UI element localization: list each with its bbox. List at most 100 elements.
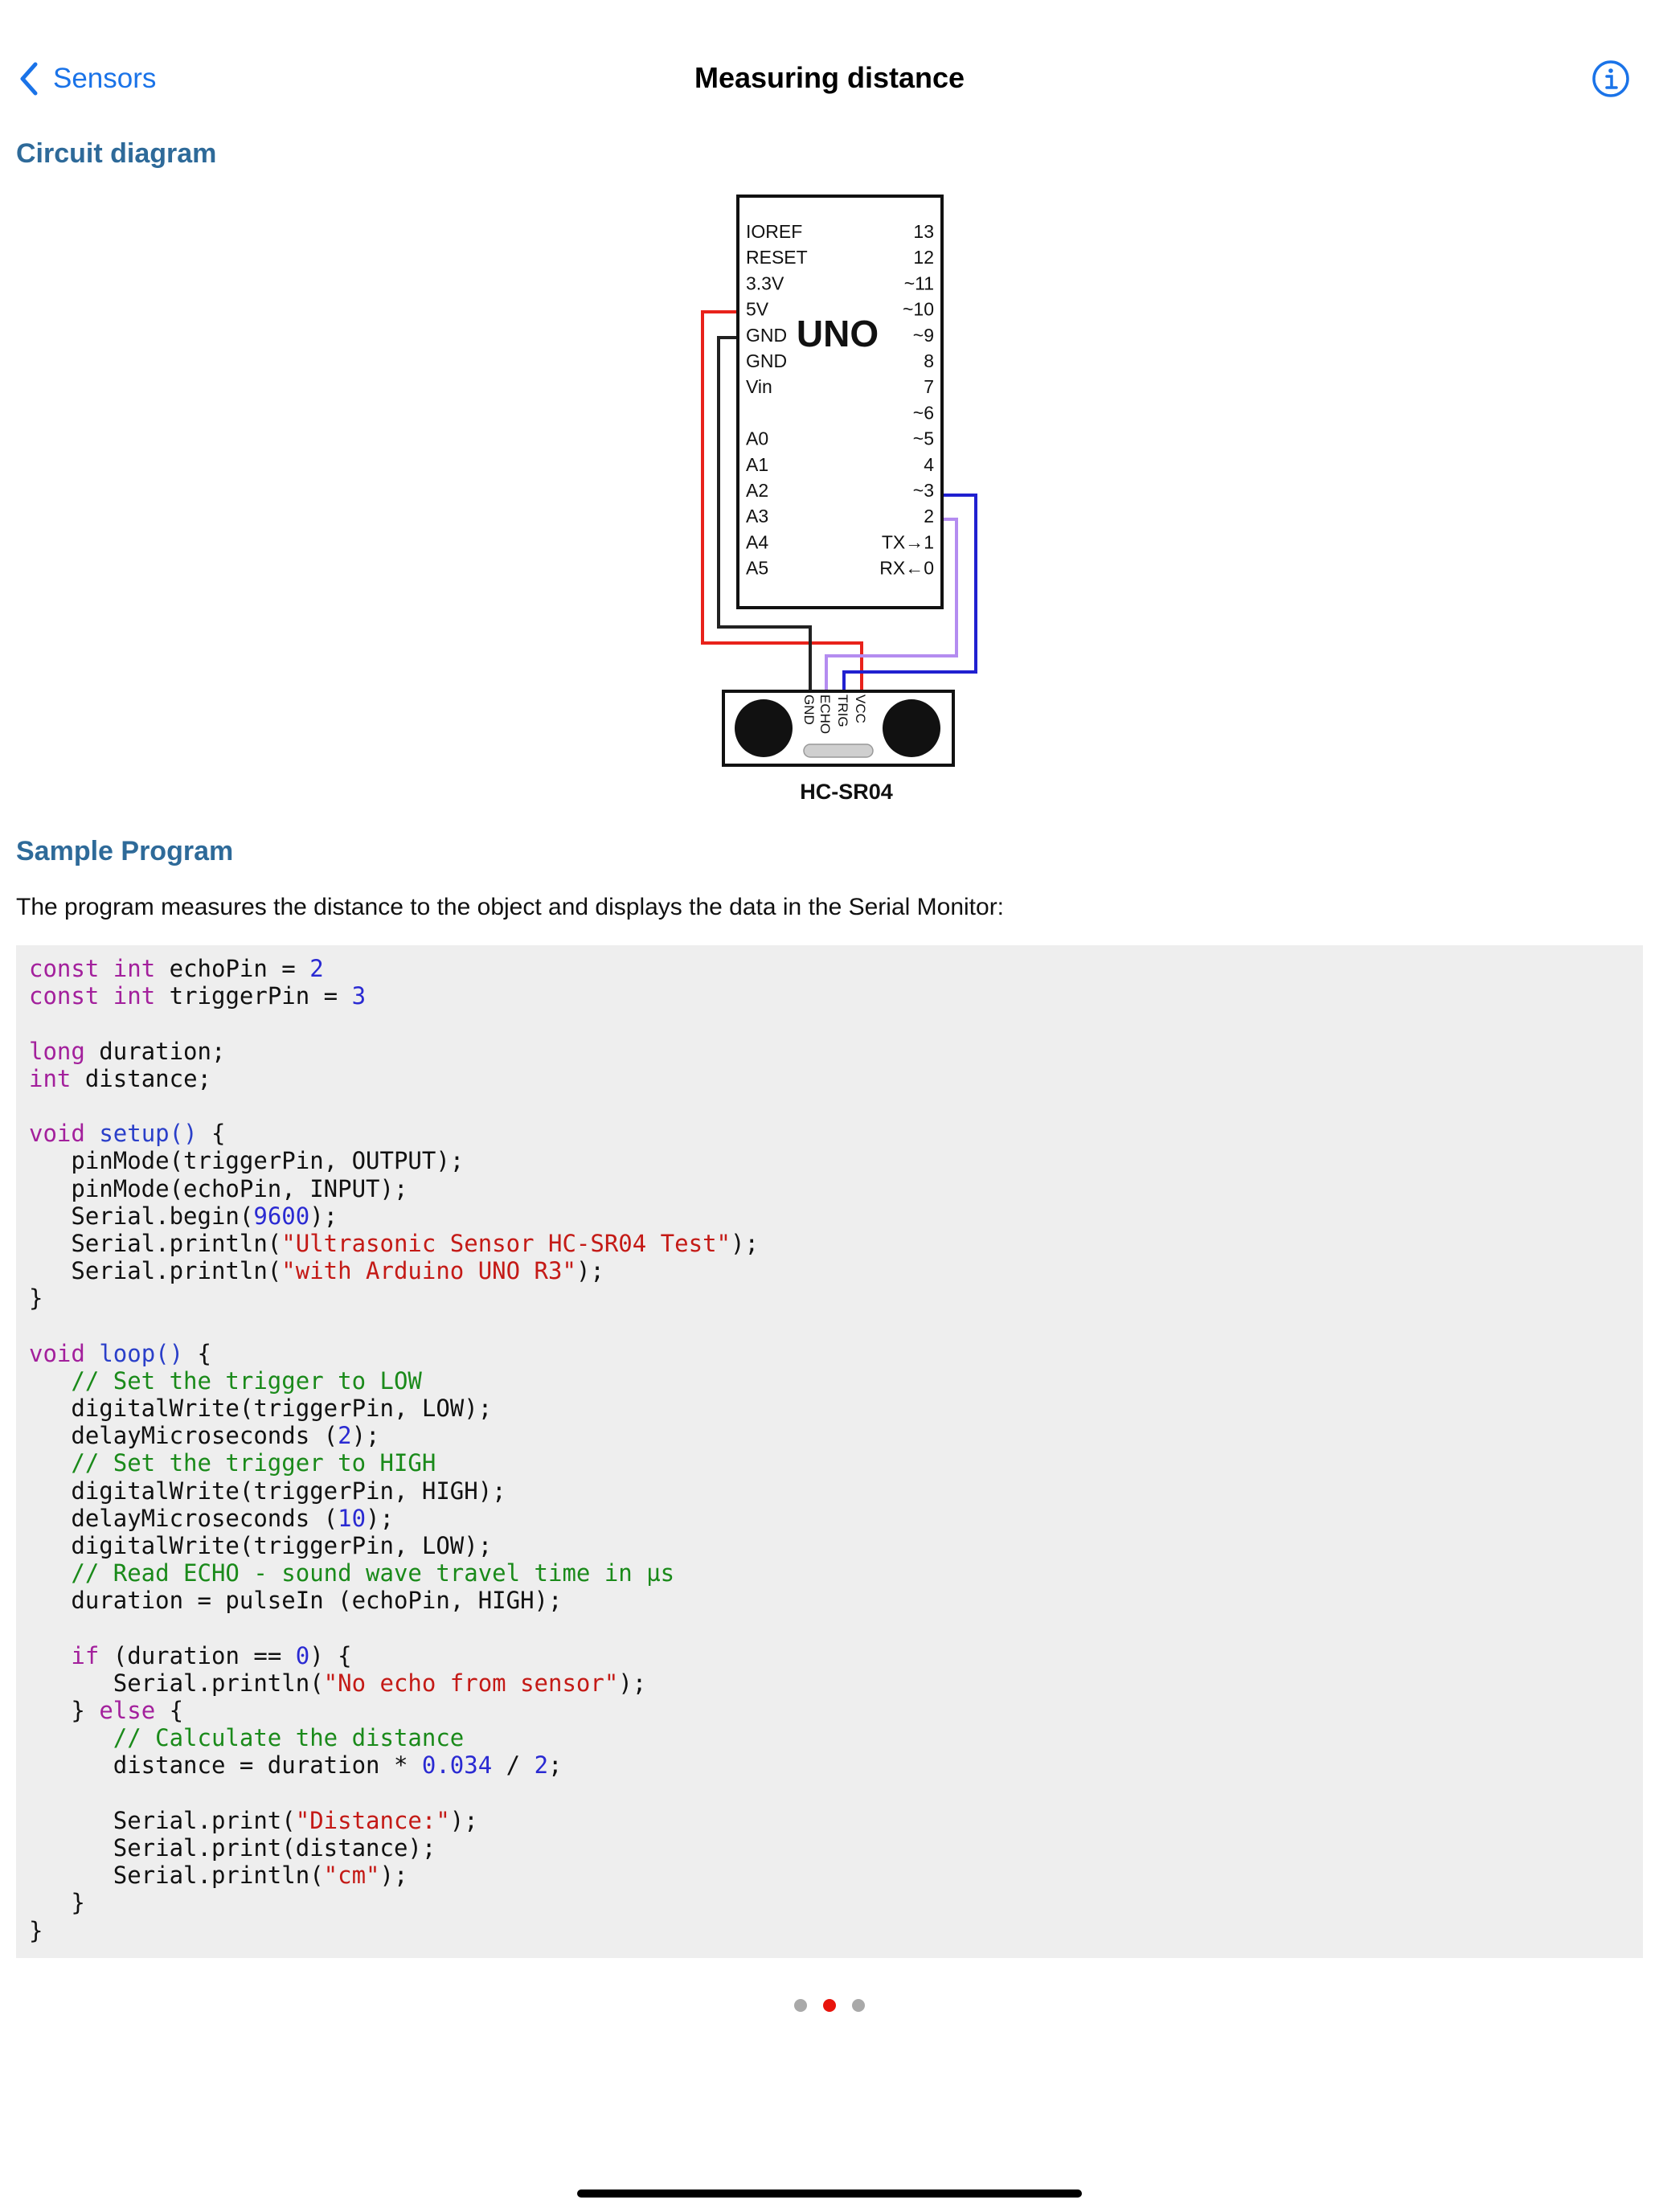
code-token: (duration == [99,1641,296,1669]
sensor-crystal [803,743,874,758]
code-token: int [29,1064,72,1092]
page-indicator[interactable] [0,1999,1659,2012]
pin-label-right: ~5 [913,428,934,449]
code-token: } [29,1697,100,1725]
code-line: Serial.println("No echo from sensor"); [29,1669,1630,1697]
code-token: ) { [309,1641,352,1669]
sensor-pin-label: TRIG [835,694,850,727]
page-dot[interactable] [823,1999,836,2012]
code-line: const int echoPin = 2 [29,955,1630,982]
code-token [29,1642,71,1669]
sensor-name-label: HC-SR04 [800,780,893,804]
code-line: Serial.println("Ultrasonic Sensor HC-SR0… [29,1230,1630,1257]
code-line: digitalWrite(triggerPin, HIGH); [29,1477,1630,1505]
code-token: duration = pulseIn (echoPin, HIGH); [29,1587,563,1615]
code-line: Serial.begin(9600); [29,1202,1630,1230]
code-token: Serial.print(distance); [29,1834,436,1862]
echo-wire [825,518,958,691]
back-button[interactable]: Sensors [18,58,156,100]
code-token: setup() [99,1120,198,1148]
info-circle-icon [1592,60,1629,97]
code-token [85,1340,99,1367]
code-token: 3 [351,982,367,1010]
pin-label-right: 13 [913,221,934,242]
chevron-left-icon [18,58,45,100]
gnd-wire [717,336,812,691]
code-token: { [155,1697,184,1725]
pin-label-left: A5 [746,558,768,579]
code-token: "cm" [323,1862,380,1890]
code-token: 9600 [253,1202,310,1230]
pin-label-left: GND [746,350,787,371]
pin-label-right: ~11 [904,272,934,293]
code-line: } [29,1917,1630,1944]
code-line: Serial.println("with Arduino UNO R3"); [29,1257,1630,1284]
code-token: duration; [84,1037,226,1065]
code-token: distance = duration * [29,1751,422,1780]
page-dot[interactable] [852,1999,865,2012]
code-line: delayMicroseconds (10); [29,1505,1630,1532]
code-token: echoPin = [155,955,310,982]
code-line: pinMode(echoPin, INPUT); [29,1175,1630,1202]
pin-label-left: GND [746,325,787,346]
vcc-wire [701,310,863,691]
sensor-transducer-left [735,699,793,757]
sensor-pin-label: ECHO [817,694,833,734]
pin-label-right: TX→1 [882,531,934,552]
code-line: // Set the trigger to HIGH [29,1449,1630,1477]
code-token: } [29,1916,43,1944]
page-dot[interactable] [794,1999,807,2012]
code-token: Serial.println( [29,1229,282,1257]
code-token: ; [548,1751,563,1780]
code-token [85,1120,99,1147]
code-token: Serial.println( [29,1257,282,1285]
code-token: "No echo from sensor" [323,1669,619,1697]
info-button[interactable] [1591,59,1630,98]
code-token: { [183,1339,211,1367]
code-token: Serial.println( [29,1669,324,1697]
pin-label-right: ~6 [913,402,934,423]
pin-label-left: A4 [746,531,768,552]
code-token: ); [730,1229,759,1257]
circuit-diagram-heading: Circuit diagram [16,138,217,169]
code-token [99,955,113,982]
code-line: } [29,1889,1630,1916]
pin-label-right: 7 [924,376,934,397]
code-line: const int triggerPin = 3 [29,982,1630,1010]
code-token: ); [351,1422,380,1450]
pin-label-left: 3.3V [746,272,784,293]
trig-wire [842,494,977,691]
code-token: // Read ECHO - sound wave travel time in… [29,1559,675,1587]
sensor-pin-label: GND [801,694,817,725]
pin-label-left: 5V [746,299,769,320]
code-token: Serial.println( [29,1862,324,1890]
code-line: pinMode(triggerPin, OUTPUT); [29,1147,1630,1174]
code-line: } else { [29,1697,1630,1724]
code-token: 2 [534,1751,549,1780]
code-line: duration = pulseIn (echoPin, HIGH); [29,1587,1630,1614]
sensor-pin-label: VCC [853,694,868,723]
code-line [29,1780,1630,1807]
code-token: loop() [99,1339,184,1367]
code-line: // Set the trigger to LOW [29,1367,1630,1395]
code-line: delayMicroseconds (2); [29,1422,1630,1449]
code-token: ); [449,1806,478,1834]
code-token: // Set the trigger to HIGH [29,1449,436,1477]
code-token: pinMode(echoPin, INPUT); [29,1174,408,1202]
code-line: void loop() { [29,1340,1630,1367]
code-token [99,982,113,1010]
sensor-transducer-right [883,699,940,757]
arduino-board [736,195,944,609]
code-line: if (duration == 0) { [29,1642,1630,1669]
code-token: delayMicroseconds ( [29,1504,338,1532]
home-indicator[interactable] [577,2189,1082,2198]
sample-program-heading: Sample Program [16,836,234,866]
code-token: ); [576,1257,604,1285]
pin-label-left: A3 [746,506,768,526]
code-token: triggerPin = [155,982,352,1010]
circuit-diagram: IOREFRESET3.3V5VGNDGNDVinA0A1A2A3A4A5131… [701,195,977,804]
page-title: Measuring distance [694,61,965,94]
code-line [29,1092,1630,1120]
code-token: ); [618,1669,647,1697]
